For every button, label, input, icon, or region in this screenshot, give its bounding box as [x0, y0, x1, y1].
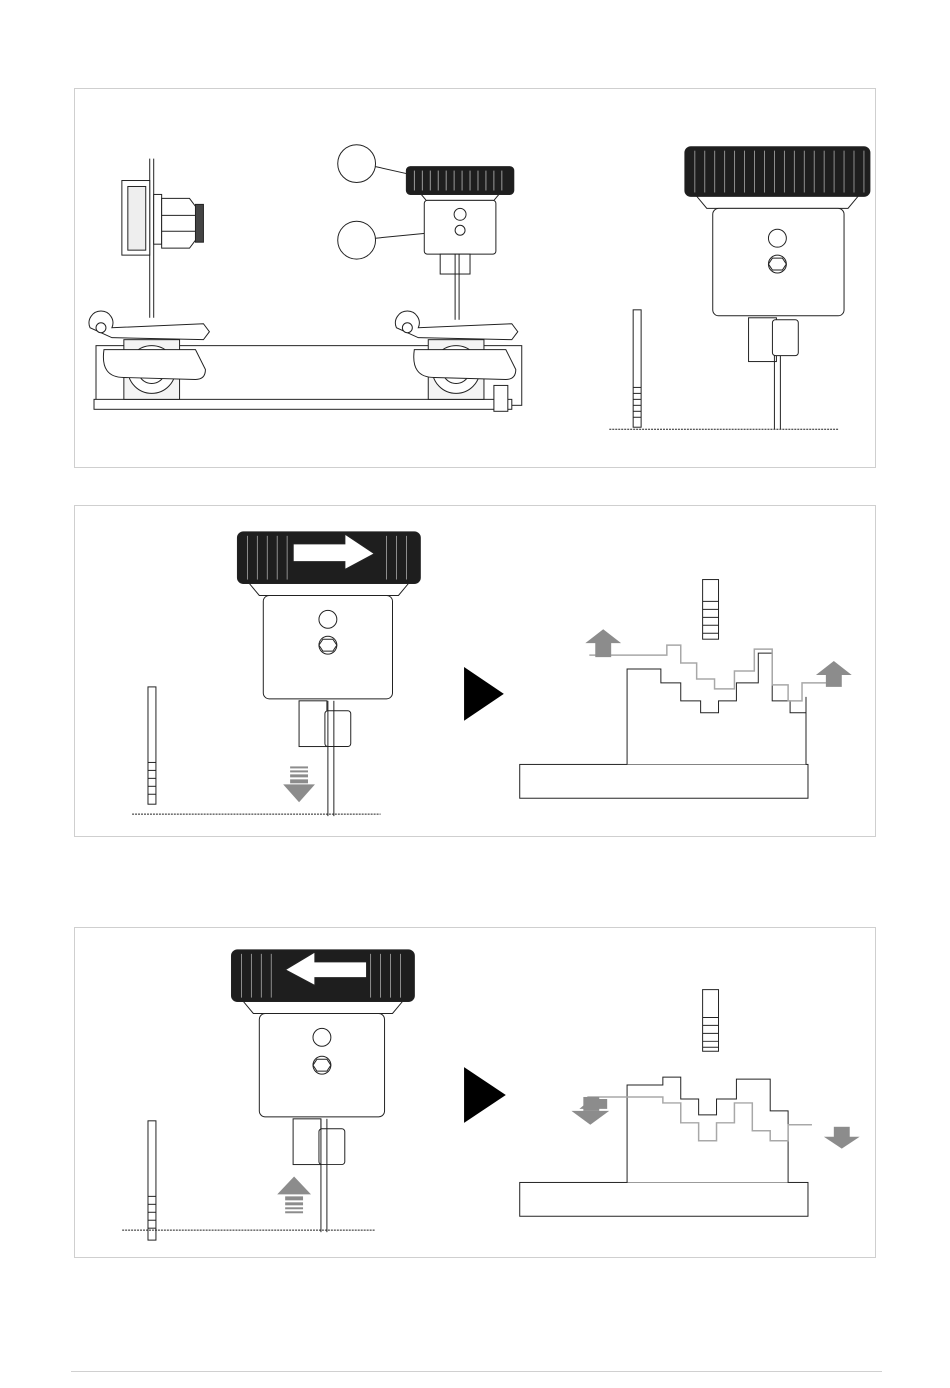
panel-raise: [74, 505, 876, 837]
move-down-arrow: [283, 766, 315, 802]
panel-setup: [74, 88, 876, 468]
callout-circle-2: [338, 221, 376, 259]
next-step-marker: [464, 667, 504, 721]
stepped-profile: [520, 1077, 808, 1216]
gauge-tip: [703, 580, 719, 640]
probe-head-large: [685, 147, 870, 430]
raise-diagram: [75, 506, 875, 836]
footer-divider: [71, 1371, 882, 1372]
next-step-marker: [464, 1067, 506, 1123]
probe-head: [237, 532, 420, 816]
reference-gauge: [132, 687, 380, 814]
panel-lower: [74, 927, 876, 1258]
lower-diagram: [75, 928, 875, 1257]
clamp-base: [89, 311, 522, 411]
gauge-tip: [703, 990, 719, 1052]
setup-diagram: [75, 89, 875, 467]
probe-head-small: [406, 167, 513, 320]
move-up-arrow: [277, 1176, 311, 1213]
callout-circle-1: [338, 145, 376, 183]
probe-head: [231, 950, 414, 1232]
stepped-profile: [520, 653, 808, 798]
offset-profile: [589, 645, 832, 701]
side-view-assembly: [122, 159, 204, 318]
reference-gauge: [609, 310, 838, 429]
